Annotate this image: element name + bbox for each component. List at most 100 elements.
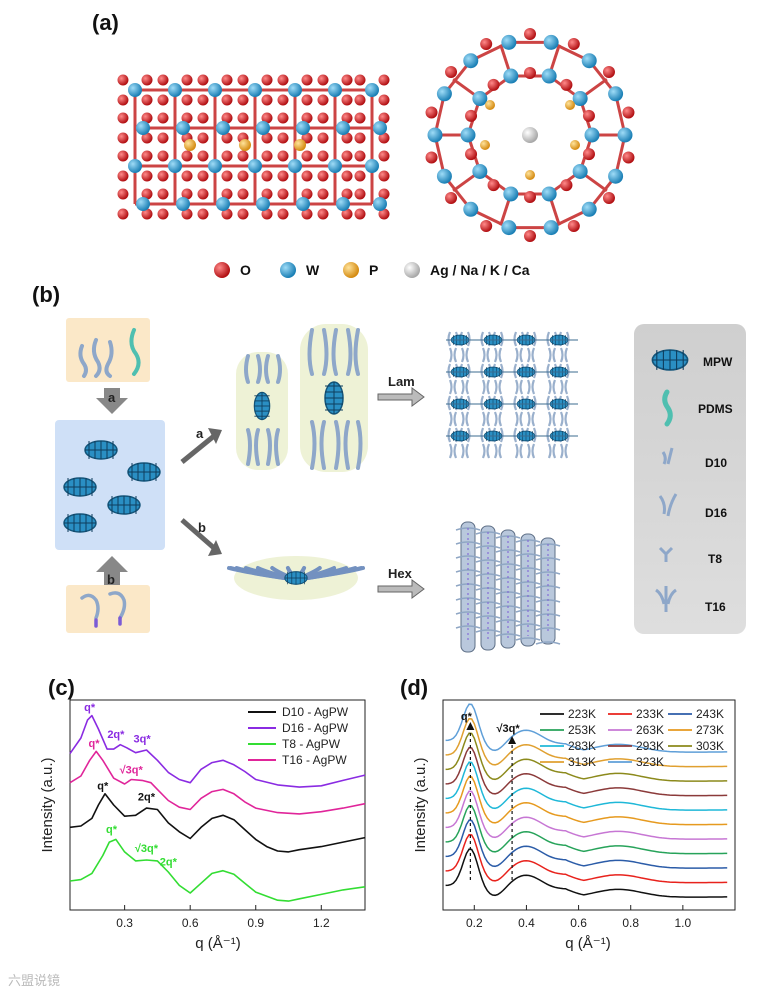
tungsten-atom	[436, 86, 452, 102]
oxygen-atom	[261, 112, 273, 124]
chart-c-legend-label: D10 - AgPW	[282, 705, 349, 719]
surfactant-chain	[480, 427, 486, 459]
chart-c-series-line	[69, 838, 366, 902]
phosphorus-atom	[485, 100, 495, 110]
chart-d-peak-arrow-icon	[466, 722, 475, 730]
oxygen-atom	[157, 132, 169, 144]
oxygen-atom	[181, 150, 193, 162]
oxygen-atom	[524, 28, 536, 40]
oxygen-atom	[261, 94, 273, 106]
oxygen-atom	[354, 150, 366, 162]
oxygen-atom	[141, 188, 153, 200]
oxygen-atom	[277, 170, 289, 182]
chart-c-series-line	[69, 750, 366, 815]
surfactant-chain	[480, 395, 486, 427]
surfactant-chain	[465, 363, 471, 395]
oxygen-atom	[237, 74, 249, 86]
surfactant-chains-icon	[78, 328, 141, 378]
chart-c-peak-label: 2q*	[138, 792, 156, 804]
surfactant-chain	[498, 331, 504, 363]
oxygen-atom	[197, 112, 209, 124]
chart-d-legend-label: 233K	[636, 707, 664, 721]
oxygen-atom	[341, 112, 353, 124]
component-legend: MPW PDMS D10 D16 T8 T16	[651, 349, 733, 614]
chart-d-series-line	[445, 732, 728, 782]
mpw-cluster-icon	[107, 495, 141, 515]
oxygen-atom	[157, 170, 169, 182]
tungsten-atom	[296, 197, 310, 211]
legend-label-w: W	[306, 262, 320, 278]
surfactant-chain	[564, 331, 570, 363]
oxygen-atom	[622, 151, 635, 164]
chart-d-legend-label: 243K	[696, 707, 724, 721]
chart-c-peak-label: √3q*	[120, 765, 144, 777]
column-chain	[455, 555, 481, 559]
surfactant-chain	[531, 395, 537, 427]
mpw-top-view-structure	[425, 28, 635, 242]
lam-arrow: Lam	[377, 374, 425, 407]
surfactant-chain	[480, 331, 486, 363]
column-chain	[535, 557, 561, 561]
phosphorus-atom	[184, 139, 196, 151]
tungsten-atom	[168, 83, 182, 97]
oxygen-atom	[221, 112, 233, 124]
tungsten-atom	[208, 159, 222, 173]
surfactant-chain	[447, 427, 453, 459]
oxygen-atom	[317, 132, 329, 144]
oxygen-atom	[261, 132, 273, 144]
tungsten-atom	[128, 159, 142, 173]
surfactant-chain	[531, 331, 537, 363]
tungsten-atom	[328, 83, 342, 97]
mpw-cluster-icon	[324, 381, 344, 415]
surfactant-box-b	[66, 585, 150, 633]
chart-d-xtick-label: 0.4	[518, 916, 535, 930]
chart-c-peak-label: q*	[106, 824, 118, 836]
oxygen-atom	[378, 170, 390, 182]
surfactant-chain	[513, 363, 519, 395]
column-chain	[515, 623, 541, 627]
chart-d-peak-arrow-icon	[508, 736, 517, 744]
chart-c-peak-label: 3q*	[134, 733, 152, 745]
oxygen-atom	[157, 188, 169, 200]
mpw-side-view-structure	[117, 74, 390, 220]
oxygen-atom	[301, 132, 313, 144]
oxygen-atom	[197, 208, 209, 220]
oxygen-atom	[261, 170, 273, 182]
tungsten-atom	[541, 186, 557, 202]
oxygen-atom	[317, 188, 329, 200]
oxygen-atom	[181, 170, 193, 182]
oxygen-atom	[261, 208, 273, 220]
tungsten-atom	[256, 121, 270, 135]
oxygen-atom	[277, 150, 289, 162]
oxygen-atom	[301, 170, 313, 182]
oxygen-atom	[378, 132, 390, 144]
oxygen-atom	[221, 132, 233, 144]
column-chain	[475, 545, 501, 549]
phosphorus-atom	[570, 140, 580, 150]
oxygen-atom	[181, 208, 193, 220]
oxygen-atom	[445, 191, 458, 204]
oxygen-atom	[301, 74, 313, 86]
column-chain	[535, 641, 561, 645]
oxygen-atom	[301, 208, 313, 220]
surfactant-chain	[498, 363, 504, 395]
tungsten-atom	[608, 168, 624, 184]
oxygen-atom	[221, 188, 233, 200]
tungsten-atom	[336, 197, 350, 211]
tungsten-atom	[503, 68, 519, 84]
oxygen-atom	[117, 188, 129, 200]
oxygen-atom	[524, 230, 536, 242]
oxygen-atom	[141, 132, 153, 144]
oxygen-atom	[181, 188, 193, 200]
column-chain	[535, 571, 561, 575]
mpw-cluster-icon	[84, 440, 118, 460]
oxygen-atom	[341, 74, 353, 86]
oxygen-atom	[141, 208, 153, 220]
oxygen-atom	[425, 151, 438, 164]
tungsten-atom	[136, 197, 150, 211]
oxygen-atom	[221, 150, 233, 162]
path-arrow-a: a	[180, 426, 222, 464]
phosphorus-atom	[525, 170, 535, 180]
